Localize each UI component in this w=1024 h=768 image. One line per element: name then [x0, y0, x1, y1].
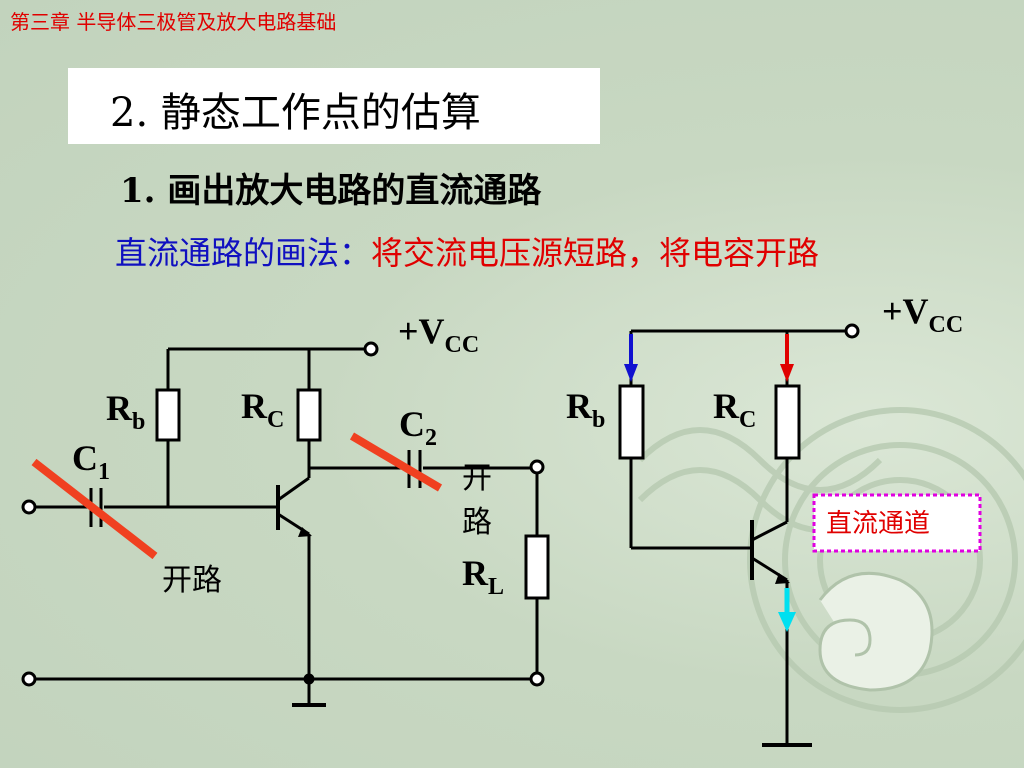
c2-label: C2	[399, 404, 437, 451]
c1-strike-line	[31, 458, 158, 560]
right-vcc-terminal	[844, 323, 860, 339]
cyan-current-arrow-icon	[778, 588, 796, 632]
left-vcc-terminal	[363, 341, 379, 357]
left-rb-label: Rb	[106, 388, 145, 435]
c1-open-label: 开路	[162, 563, 222, 598]
right-vcc-label: +VCC	[882, 291, 963, 338]
right-rb-label: Rb	[566, 386, 605, 433]
blue-current-arrow-icon	[624, 334, 638, 382]
method-text: 将交流电压源短路，将电容开路	[371, 234, 820, 272]
dc-path-box	[812, 493, 982, 553]
dragon-ornament-icon	[818, 571, 934, 692]
right-rb-resistor	[618, 384, 645, 460]
left-emitter-arrow-icon	[298, 527, 312, 537]
c2-open-label-line1: 开	[462, 461, 492, 496]
left-input-ground-terminal	[21, 671, 37, 687]
slide-title: 2. 静态工作点的估算	[110, 90, 481, 136]
right-rc-label: RC	[713, 386, 756, 433]
red-current-arrow-icon	[780, 334, 794, 382]
right-rc-resistor	[774, 384, 801, 460]
title-box	[68, 68, 600, 144]
rl-resistor	[524, 534, 550, 600]
right-emitter-arrow-icon	[775, 573, 790, 584]
c2-strike-line	[349, 432, 443, 492]
step-heading: 1. 画出放大电路的直流通路	[120, 171, 542, 211]
left-output-terminal	[529, 459, 545, 475]
method-line: 直流通路的画法：将交流电压源短路，将电容开路	[115, 228, 819, 274]
dc-path-label: 直流通道	[826, 509, 930, 539]
left-circuit	[21, 341, 550, 707]
left-input-terminal	[21, 499, 37, 515]
left-rc-label: RC	[241, 386, 284, 433]
left-rb-resistor	[155, 388, 181, 442]
left-rc-resistor	[296, 388, 322, 442]
c2-open-label-line2: 路	[462, 505, 492, 540]
c1-label: C1	[72, 438, 110, 485]
left-output-ground-terminal	[529, 671, 545, 687]
chapter-header: 第三章 半导体三极管及放大电路基础	[10, 10, 337, 34]
rl-label: RL	[462, 553, 504, 600]
left-vcc-label: +VCC	[398, 311, 479, 358]
method-label: 直流通路的画法：	[115, 234, 372, 272]
